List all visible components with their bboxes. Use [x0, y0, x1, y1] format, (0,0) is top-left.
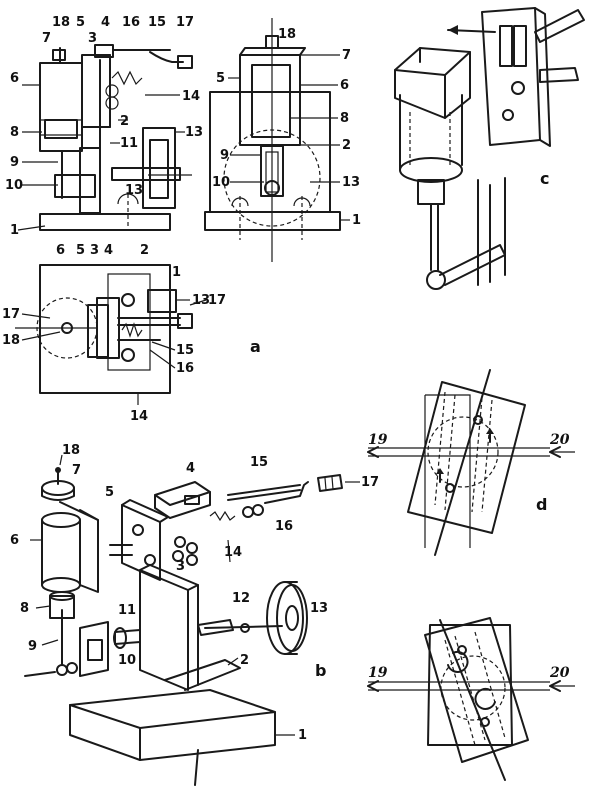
- leader-lines: [17, 54, 360, 736]
- label-6-top: 6: [56, 243, 65, 258]
- label-17-exploded: 17: [361, 475, 379, 490]
- panel-letters: a b c d: [250, 169, 549, 680]
- label-14-top: 14: [130, 409, 148, 424]
- label-15-top: 15: [176, 343, 194, 358]
- label-13-top: 13: [192, 293, 210, 308]
- top-view: [15, 264, 193, 405]
- label-5-front: 5: [216, 71, 225, 86]
- label-1-exploded: 1: [298, 728, 307, 743]
- label-16-side: 16: [122, 15, 140, 30]
- label-7-exploded: 7: [72, 463, 81, 478]
- label-1-front: 1: [352, 213, 361, 228]
- label-3-top: 3: [90, 243, 99, 258]
- panel-letter-b: b: [315, 661, 326, 680]
- label-18-side: 18: [52, 15, 70, 30]
- label-18-top: 18: [2, 333, 20, 348]
- valve-diagram-top: [367, 369, 575, 556]
- label-13-exploded: 13: [310, 601, 328, 616]
- label-16-top: 16: [176, 361, 194, 376]
- label-10-exploded: 10: [118, 653, 136, 668]
- label-5-top: 5: [76, 243, 85, 258]
- label-17-top-right: 17: [208, 293, 226, 308]
- label-8-front: 8: [340, 111, 349, 126]
- label-11-exploded: 11: [118, 603, 136, 618]
- panel-letter-c: c: [540, 169, 549, 188]
- label-8-side: 8: [10, 125, 19, 140]
- label-9-exploded: 9: [28, 639, 37, 654]
- panel-letter-d: d: [536, 495, 547, 514]
- label-19-d-top: 19: [368, 432, 388, 448]
- label-13-front: 13: [342, 175, 360, 190]
- perspective-view: [394, 7, 585, 290]
- side-view: [39, 44, 193, 231]
- label-9-side: 9: [10, 155, 19, 170]
- label-6-side: 6: [10, 71, 19, 86]
- label-14-side: 14: [182, 89, 200, 104]
- label-17-side: 17: [176, 15, 194, 30]
- label-11-side: 11: [120, 136, 138, 151]
- label-2-side: 2: [120, 114, 129, 129]
- label-9-front: 9: [220, 148, 229, 163]
- label-15-side: 15: [148, 15, 166, 30]
- part-labels: 18 5 4 16 15 17 7 3 6 14 8 2 13 11 9 10 …: [2, 15, 570, 743]
- exploded-view: [24, 467, 343, 786]
- label-3-exploded: 3: [176, 559, 185, 574]
- label-7-side: 7: [42, 31, 51, 46]
- label-5-exploded: 5: [105, 485, 114, 500]
- label-19-d-bottom: 19: [368, 665, 388, 681]
- label-2-front: 2: [342, 138, 351, 153]
- label-6-front: 6: [340, 78, 349, 93]
- label-18-front: 18: [278, 27, 296, 42]
- label-6-exploded: 6: [10, 533, 19, 548]
- label-4-side: 4: [101, 15, 110, 30]
- valve-diagram-bottom: [367, 617, 575, 781]
- label-1-top: 1: [172, 265, 181, 280]
- label-20-d-bottom: 20: [549, 665, 570, 681]
- label-8-exploded: 8: [20, 601, 29, 616]
- label-13-side-lower: 13: [125, 183, 143, 198]
- label-10-side: 10: [5, 178, 23, 193]
- label-10-front: 10: [212, 175, 230, 190]
- label-4-top: 4: [104, 243, 113, 258]
- label-4-exploded: 4: [186, 461, 195, 476]
- label-18-exploded: 18: [62, 443, 80, 458]
- label-5-side: 5: [76, 15, 85, 30]
- label-17-top-left: 17: [2, 307, 20, 322]
- label-3-side: 3: [88, 31, 97, 46]
- label-20-d-top: 20: [549, 432, 570, 448]
- label-7-front: 7: [342, 48, 351, 63]
- front-view: [204, 18, 341, 262]
- label-16-exploded: 16: [275, 519, 293, 534]
- label-12-exploded: 12: [232, 591, 250, 606]
- label-2-exploded: 2: [240, 653, 249, 668]
- label-14-exploded: 14: [224, 545, 242, 560]
- label-2-top: 2: [140, 243, 149, 258]
- panel-letter-a: a: [250, 337, 261, 356]
- label-1-side: 1: [10, 223, 19, 238]
- label-15-exploded: 15: [250, 455, 268, 470]
- label-13-side: 13: [185, 125, 203, 140]
